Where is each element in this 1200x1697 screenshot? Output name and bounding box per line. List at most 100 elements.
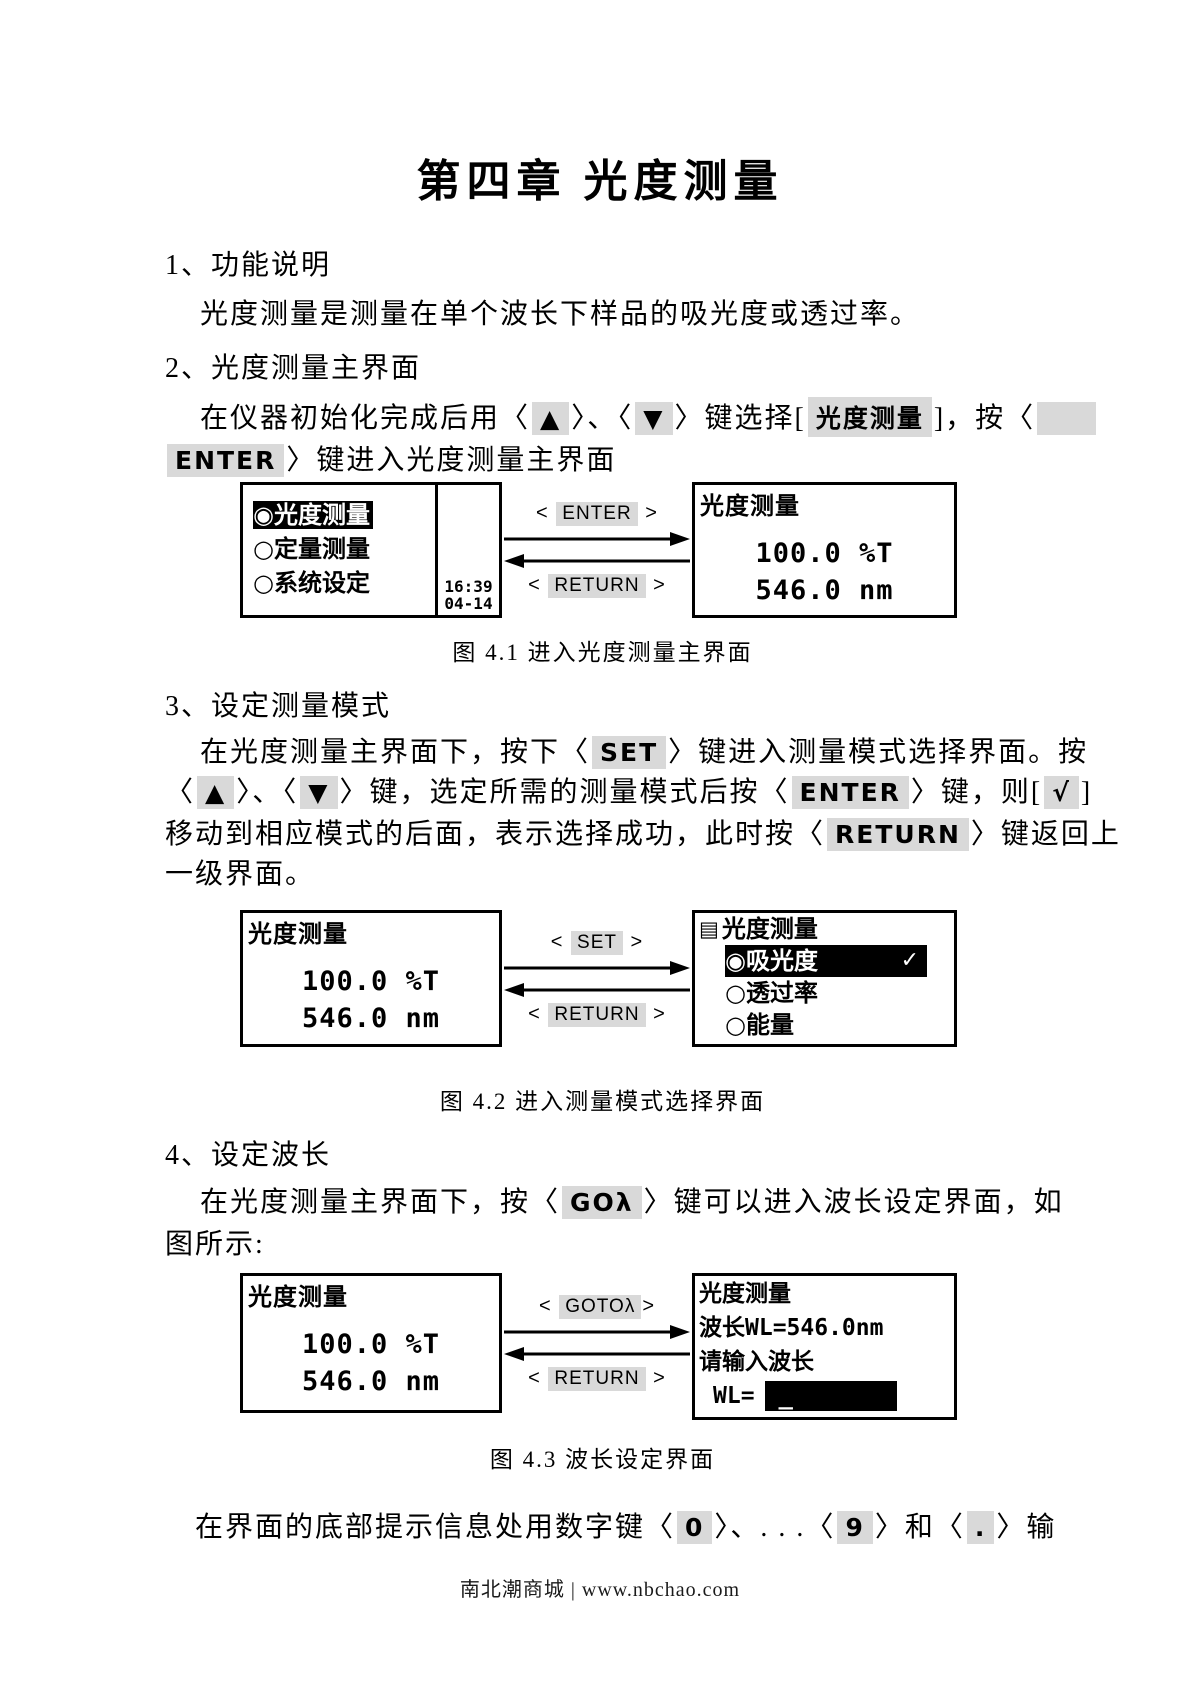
menu-item-system-settings: ○系统设定	[253, 568, 435, 598]
transmittance-value: 100.0 %T	[301, 966, 441, 997]
key-highlight: .	[966, 1511, 995, 1544]
section-3-text-line-3: 移动到相应模式的后面，表示选择成功，此时按〈RETURN〉键返回上	[165, 812, 1121, 852]
menu-item-label: 系统设定	[273, 569, 370, 597]
radio-unselected-icon: ○	[253, 569, 274, 597]
key-highlight: ▲	[197, 776, 235, 809]
wavelength-input-box: _	[764, 1381, 897, 1411]
screen-title: 光度测量	[248, 920, 348, 948]
text-run: >	[642, 1295, 656, 1317]
menu-item-quantitative: ○定量测量	[253, 534, 435, 564]
section-4-heading: 4、设定波长	[165, 1140, 332, 1171]
key-highlight: ▲	[532, 402, 570, 435]
left-arrow-icon	[504, 554, 690, 568]
right-arrow-icon	[504, 532, 690, 546]
figure-4-1-caption: 图 4.1 进入光度测量主界面	[452, 640, 753, 665]
text-run: <	[528, 1367, 548, 1389]
text-run: 〉键选择[	[674, 403, 806, 434]
key-highlight: SET	[592, 736, 667, 769]
bottom-text-line: 在界面的底部提示信息处用数字键〈0〉、. . .〈9〉和〈.〉输	[195, 1505, 1056, 1545]
page-title: 第四章 光度测量	[416, 157, 784, 206]
key-highlight: RETURN	[548, 574, 646, 598]
screen-title: 光度测量	[721, 915, 818, 943]
lcd-screen-photometry-fig3: 光度测量 100.0 %T 546.0 nm	[240, 1273, 502, 1413]
section-2-heading: 2、光度测量主界面	[165, 353, 422, 384]
key-highlight: GOTOλ	[559, 1295, 642, 1319]
arrow-label-goto-wavelength: < GOTOλ>	[539, 1295, 655, 1319]
key-highlight	[1037, 402, 1096, 435]
text-run: <	[528, 1002, 548, 1025]
lcd-screen-photometry-fig2: 光度测量 100.0 %T 546.0 nm	[240, 910, 502, 1047]
transition-arrows-fig2: < SET > < RETURN >	[502, 910, 692, 1047]
arrow-label-return: < RETURN >	[528, 1367, 666, 1391]
text-run: 〉、〈	[571, 403, 634, 434]
wavelength-prompt: 请输入波长	[699, 1349, 814, 1375]
text-run: 〉键，选定所需的测量模式后按〈	[339, 777, 790, 808]
radio-selected-icon: ◉	[253, 501, 274, 529]
key-highlight: ENTER	[791, 776, 909, 809]
section-2-text-line-2: ENTER〉键进入光度测量主界面	[165, 438, 616, 478]
section-3-text-line-1: 在光度测量主界面下，按下〈SET〉键进入测量模式选择界面。按	[200, 730, 1088, 770]
text-run: 在界面的底部提示信息处用数字键〈	[195, 1512, 676, 1543]
check-icon: ✓	[900, 948, 919, 973]
mode-option-label: 透过率	[745, 979, 818, 1007]
key-highlight: 光度测量	[807, 397, 932, 437]
text-run: 移动到相应模式的后面，表示选择成功，此时按〈	[165, 819, 826, 850]
lcd-screen-wavelength-set: 光度测量 波长WL=546.0nm 请输入波长 WL= _	[692, 1273, 957, 1420]
text-run: 〉键进入光度测量主界面	[286, 445, 617, 476]
arrow-label-enter: < ENTER >	[536, 502, 658, 526]
section-4-text-line-2: 图所示:	[165, 1222, 265, 1262]
radio-unselected-icon: ○	[725, 1011, 746, 1039]
key-highlight: 9	[837, 1511, 873, 1544]
text-run: 图所示:	[165, 1229, 265, 1260]
screen-title: 光度测量	[700, 492, 800, 520]
text-run: 一级界面。	[165, 859, 316, 890]
transition-arrows-fig3: < GOTOλ> < RETURN >	[502, 1273, 692, 1413]
text-run: >	[646, 574, 666, 596]
text-run: ]	[1080, 777, 1093, 808]
text-run: 〉和〈	[874, 1512, 965, 1543]
text-run: >	[623, 930, 644, 953]
menu-item-label: 定量测量	[273, 535, 370, 563]
clock-panel: 16:39 04-14	[435, 485, 499, 615]
text-run: 〉、〈	[236, 777, 299, 808]
figure-4-2-caption: 图 4.2 进入测量模式选择界面	[439, 1089, 766, 1114]
key-highlight: RETURN	[548, 1002, 646, 1027]
mode-option-energy: ○能量	[725, 1009, 954, 1041]
text-run: >	[638, 502, 658, 524]
key-highlight: ▼	[635, 402, 673, 435]
text-run: >	[646, 1002, 666, 1025]
mode-option-transmittance: ○透过率	[725, 977, 954, 1009]
text-run: 〉、. . .〈	[714, 1512, 836, 1543]
text-run: 在光度测量主界面下，按下〈	[200, 737, 591, 768]
radio-unselected-icon: ○	[725, 979, 746, 1007]
menu-item-photometry: ◉光度测量	[253, 500, 435, 530]
radio-unselected-icon: ○	[253, 535, 274, 563]
key-highlight: RETURN	[827, 818, 969, 851]
lcd-screen-mode-select: ▤光度测量 ◉吸光度✓ ○透过率 ○能量	[692, 910, 957, 1047]
text-run: 〉输	[996, 1512, 1057, 1543]
section-1-heading: 1、功能说明	[165, 250, 332, 281]
input-label: WL=	[713, 1383, 755, 1409]
wavelength-value: 546.0 nm	[301, 1366, 441, 1397]
section-2-text-line-1: 在仪器初始化完成后用〈▲〉、〈▼〉键选择[光度测量]，按〈	[200, 396, 1098, 437]
left-arrow-icon	[504, 982, 690, 997]
transmittance-value: 100.0 %T	[755, 538, 894, 569]
key-highlight: 0	[677, 1511, 713, 1544]
text-run: 在光度测量主界面下，按〈	[200, 1187, 561, 1218]
text-run: >	[646, 1367, 666, 1389]
lcd-screen-photometry-fig1: 光度测量 100.0 %T 546.0 nm	[692, 482, 957, 618]
menu-item-label: 光度测量	[273, 501, 370, 529]
menu-icon: ▤	[699, 917, 719, 941]
key-highlight: ENTER	[556, 502, 638, 526]
time-display: 16:39	[444, 577, 493, 596]
text-run: 〉键进入测量模式选择界面。按	[668, 737, 1089, 768]
text-run: <	[550, 930, 571, 953]
section-3-heading: 3、设定测量模式	[165, 691, 392, 722]
screen-title: 光度测量	[248, 1283, 348, 1311]
section-3-text-line-2: 〈▲〉、〈▼〉键，选定所需的测量模式后按〈ENTER〉键，则[√]	[165, 770, 1092, 810]
transmittance-value: 100.0 %T	[301, 1329, 441, 1360]
section-4-text-line-1: 在光度测量主界面下，按〈GOλ〉键可以进入波长设定界面，如	[200, 1180, 1064, 1220]
footer-text: 南北潮商城 | www.nbchao.com	[459, 1579, 741, 1601]
text-run: <	[538, 1295, 559, 1317]
key-highlight: RETURN	[548, 1367, 646, 1391]
